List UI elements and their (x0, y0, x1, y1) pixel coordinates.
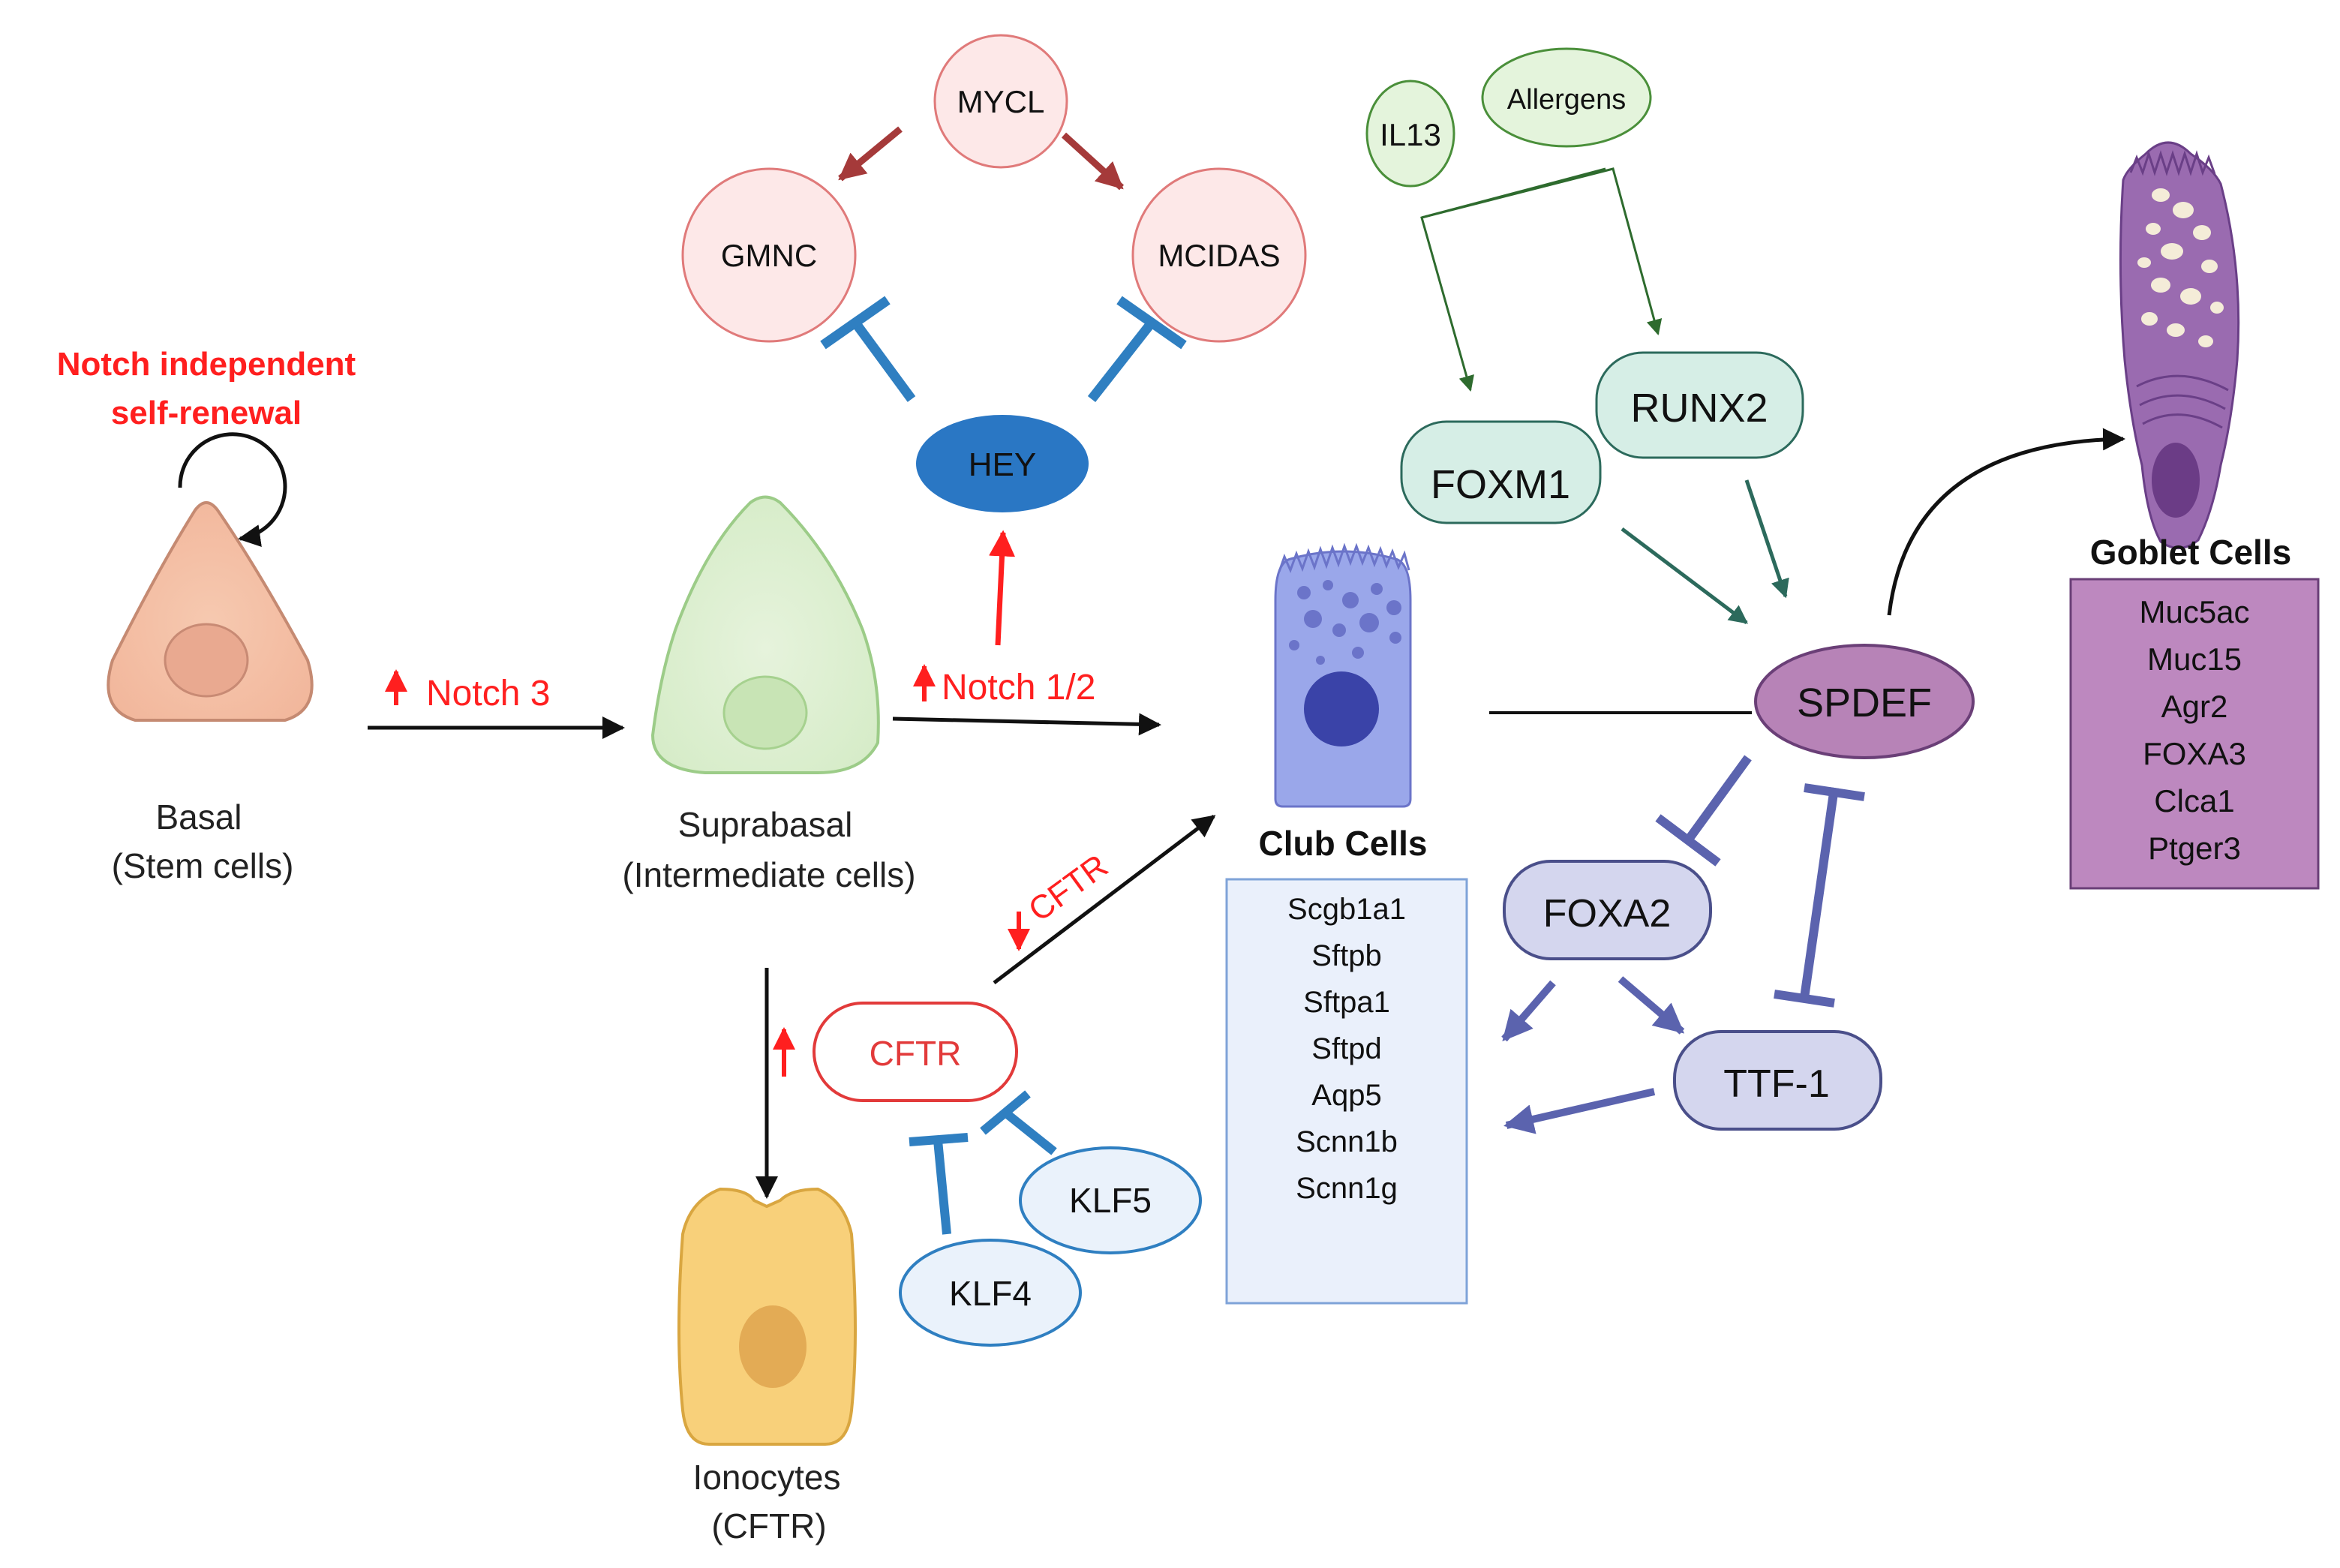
goblet-marker-box (2069, 578, 2320, 890)
spdef-label: SPDEF (1797, 680, 1932, 725)
klf4-node (899, 1239, 1082, 1347)
goblet-marker: Muc15 (2147, 641, 2242, 677)
club-marker: Sftpa1 (1303, 986, 1390, 1019)
notch3-label: Notch 3 (426, 674, 550, 713)
notch-to-hey-arrow (989, 530, 1016, 646)
hey-inhibits-mcidas (1087, 296, 1187, 403)
hey-inhibits-gmnc (820, 296, 916, 402)
klf5-label: KLF5 (1069, 1181, 1152, 1220)
ionocytes-label-line2: (CFTR) (711, 1506, 826, 1545)
ttf1-label: TTF-1 (1723, 1062, 1830, 1106)
goblet-marker: FOXA3 (2143, 736, 2246, 771)
foxm1-node (1400, 420, 1602, 524)
goblet-title: Goblet Cells (2090, 533, 2291, 572)
foxa2-node (1503, 860, 1712, 960)
suprabasal-to-club-arrow (892, 713, 1161, 736)
hey-node (916, 415, 1089, 512)
club-marker: Scnn1g (1296, 1172, 1398, 1205)
mycl-to-mcidas-arrow (1061, 132, 1125, 191)
club-marker: Scnn1b (1296, 1125, 1398, 1158)
club-marker: Sftpb (1311, 939, 1381, 972)
ionocytes-label-line1: Ionocytes (693, 1458, 841, 1497)
club-nucleus (1304, 671, 1379, 746)
ttf1-to-club-arrow (1503, 1088, 1656, 1134)
ionocyte-cell (677, 1187, 857, 1446)
goblet-marker: Ptger3 (2148, 831, 2241, 866)
club-marker: Scgb1a1 (1287, 893, 1406, 926)
foxa2-to-ttf1-arrow (1618, 976, 1685, 1035)
notch12-label: Notch 1/2 (942, 668, 1095, 707)
cftr-to-club-arrow (993, 815, 1216, 984)
klf5-node (1019, 1146, 1202, 1254)
mycl-node (933, 34, 1068, 169)
club-cell (1274, 542, 1412, 808)
runx2-label: RUNX2 (1630, 386, 1768, 431)
klf4-inhibits-cftr (909, 1133, 969, 1235)
basal-label-line2: (Stem cells) (112, 846, 294, 885)
basal-cell (107, 501, 314, 722)
foxm1-to-spdef-arrow (1621, 527, 1748, 624)
ionocyte-nucleus (739, 1305, 807, 1388)
allergens-label: Allergens (1507, 84, 1626, 116)
goblet-nucleus (2152, 443, 2200, 518)
goblet-marker: Muc5ac (2139, 594, 2249, 629)
mycl-to-gmnc-arrow (838, 126, 903, 182)
club-marker-box (1225, 878, 1468, 1305)
basal-label-line1: Basal (155, 798, 242, 837)
il13-allergens-to-foxm1-connector (1420, 167, 1606, 392)
suprabasal-label-line2: (Intermediate cells) (622, 855, 915, 894)
spdef-inhibits-ttf1 (1774, 783, 1865, 1008)
club-marker: Sftpd (1311, 1032, 1381, 1065)
goblet-marker: Agr2 (2161, 689, 2228, 724)
klf4-label: KLF4 (949, 1274, 1032, 1313)
hey-label: HEY (969, 446, 1036, 483)
basal-nucleus (164, 623, 249, 698)
foxm1-label: FOXM1 (1431, 462, 1570, 507)
runx2-node (1595, 351, 1804, 459)
il13-label: IL13 (1380, 117, 1441, 152)
spdef-to-goblet-arrow (1887, 428, 2125, 616)
cftr-node-label: CFTR (870, 1034, 962, 1073)
allergens-node (1481, 47, 1652, 148)
cftr-arrow-label: CFTR (1022, 847, 1115, 929)
cftr-node (813, 1002, 1018, 1102)
self-renewal-label-line1: Notch independent (57, 346, 356, 383)
goblet-cell (2119, 141, 2240, 549)
mcidas-label: MCIDAS (1158, 238, 1280, 273)
il13-node (1365, 80, 1455, 188)
suprabasal-cell (650, 495, 880, 774)
gmnc-label: GMNC (721, 238, 817, 273)
ttf1-node (1673, 1030, 1882, 1131)
spdef-inhibits-foxa2 (1655, 755, 1752, 867)
il13-allergens-to-runx2-connector (1421, 167, 1663, 336)
foxa2-label: FOXA2 (1543, 892, 1672, 936)
spdef-node (1754, 644, 1975, 759)
mcidas-node (1131, 167, 1307, 343)
self-renewal-loop-arrow (178, 432, 287, 547)
mycl-label: MYCL (957, 84, 1045, 119)
club-title: Club Cells (1259, 824, 1428, 863)
runx2-to-spdef-arrow (1744, 479, 1789, 599)
suprabasal-nucleus (722, 675, 808, 750)
goblet-marker: Clca1 (2154, 783, 2234, 819)
suprabasal-label-line1: Suprabasal (678, 805, 853, 844)
gmnc-node (681, 167, 857, 343)
foxa2-to-club-arrow (1501, 980, 1556, 1042)
klf5-inhibits-cftr (980, 1090, 1057, 1155)
self-renewal-label-line2: self-renewal (111, 395, 302, 431)
club-marker: Aqp5 (1311, 1079, 1381, 1112)
